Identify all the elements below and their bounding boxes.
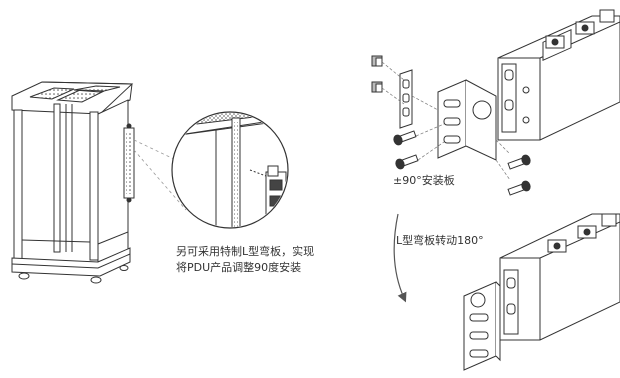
- assembly-lines: [381, 61, 511, 181]
- install-note-caption: 另可采用特制L型弯板，实现 将PDU产品调整90度安装: [176, 244, 314, 276]
- angle-plate-label: ±90°安装板: [393, 174, 455, 187]
- l-bracket-rotated-icon: [463, 281, 501, 371]
- install-note-line2: 将PDU产品调整90度安装: [176, 261, 302, 274]
- l-bracket-icon: [399, 69, 497, 161]
- rotate-label: L型弯板转动180°: [396, 234, 484, 247]
- rotate-arrow-icon: [393, 213, 407, 303]
- pdu-unit-rotated-icon: [499, 213, 620, 341]
- install-note-line1: 另可采用特制L型弯板，实现: [176, 245, 315, 258]
- cage-nut-icon: [371, 55, 383, 93]
- screw-icon: [393, 130, 531, 196]
- zoom-circle-icon: [171, 111, 289, 229]
- zoom-connector: [133, 139, 187, 211]
- cabinet-rack-icon: [11, 81, 135, 284]
- pdu-unit-icon: [497, 9, 620, 141]
